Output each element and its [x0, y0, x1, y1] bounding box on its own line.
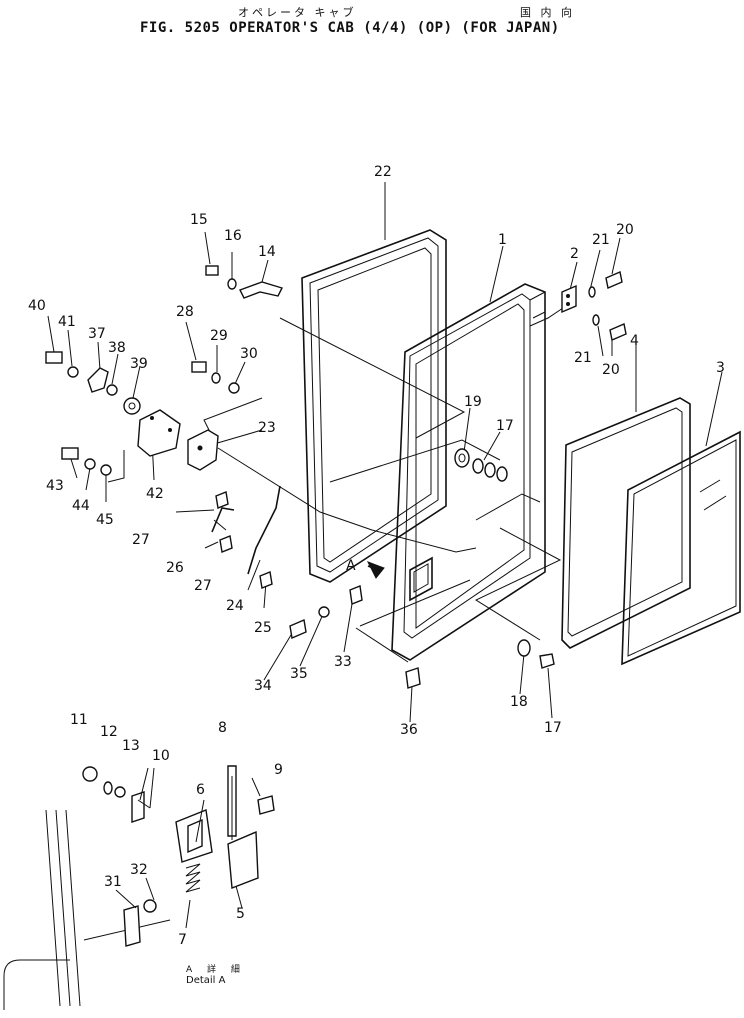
callout-40: 40 — [28, 298, 46, 314]
part-14-handle — [239, 281, 283, 299]
detail-a-arrow: A — [346, 558, 385, 579]
part-29-washer — [211, 372, 221, 384]
callout-41: 41 — [58, 314, 76, 330]
title-japanese-left: オペレータ キャブ — [238, 6, 357, 19]
part-33-catch — [349, 585, 363, 605]
part-27-clip — [215, 491, 233, 553]
callout-4: 4 — [630, 333, 639, 349]
part-40-bolt — [45, 351, 63, 364]
callout-3: 3 — [716, 360, 725, 376]
part-17-pin — [539, 653, 555, 669]
callout-2: 2 — [570, 246, 579, 262]
part-30-washer — [228, 382, 240, 394]
callout-31: 31 — [104, 874, 122, 890]
part-35-washer — [318, 606, 330, 618]
callout-39: 39 — [130, 356, 148, 372]
part-36-bolt — [405, 667, 421, 689]
detail-caption-japanese: A 詳 細 — [186, 965, 246, 975]
callout-45: 45 — [96, 512, 114, 528]
part-43-bolt — [61, 447, 79, 460]
callout-12: 12 — [100, 724, 118, 740]
callout-42: 42 — [146, 486, 164, 502]
part-4-window-seal — [561, 397, 691, 649]
part-17-washers — [472, 458, 508, 482]
callout-22: 22 — [374, 164, 392, 180]
part-18-bushing — [517, 639, 531, 657]
detail-caption-english: Detail A — [186, 975, 226, 986]
part-1-door — [391, 283, 546, 661]
part-16-washer — [227, 278, 237, 290]
part-21-washer — [588, 286, 600, 326]
part-45-washer — [100, 464, 112, 476]
leader-lines — [47, 182, 723, 723]
callout-15: 15 — [190, 212, 208, 228]
part-15-bolt — [205, 265, 219, 276]
callout-23: 23 — [258, 420, 276, 436]
callout-7: 7 — [178, 932, 187, 948]
callout-29: 29 — [210, 328, 228, 344]
callout-18: 18 — [510, 694, 528, 710]
callout-26: 26 — [166, 560, 184, 576]
part-19-bushing — [454, 448, 470, 468]
part-37-cam — [87, 367, 109, 393]
callout-20: 20 — [616, 222, 634, 238]
title-japanese-right: 国 内 向 — [520, 6, 575, 19]
callout-20-2: 20 — [602, 362, 620, 378]
callout-37: 37 — [88, 326, 106, 342]
callout-16: 16 — [224, 228, 242, 244]
callout-35: 35 — [290, 666, 308, 682]
callout-9: 9 — [274, 762, 283, 778]
callout-21: 21 — [592, 232, 610, 248]
callout-8: 8 — [218, 720, 227, 736]
part-23-lock — [187, 429, 219, 471]
callout-14: 14 — [258, 244, 276, 260]
part-34-bolt — [289, 619, 307, 639]
part-3-glass — [621, 430, 741, 666]
callout-6: 6 — [196, 782, 205, 798]
callout-33: 33 — [334, 654, 352, 670]
part-25-clip — [259, 571, 273, 589]
part-24-rod — [247, 485, 281, 575]
callout-36: 36 — [400, 722, 418, 738]
callout-38: 38 — [108, 340, 126, 356]
part-22-frame-seal — [301, 229, 447, 583]
callout-30: 30 — [240, 346, 258, 362]
callout-13: 13 — [122, 738, 140, 754]
part-28-bolt — [191, 361, 207, 373]
callout-17-2: 17 — [544, 720, 562, 736]
callout-27-2: 27 — [194, 578, 212, 594]
callout-19: 19 — [464, 394, 482, 410]
callout-5: 5 — [236, 906, 245, 922]
part-44-washer — [84, 458, 96, 470]
callout-11: 11 — [70, 712, 88, 728]
callout-21-2: 21 — [574, 350, 592, 366]
callout-24: 24 — [226, 598, 244, 614]
callout-1: 1 — [498, 232, 507, 248]
detail-a-marker: A — [346, 558, 356, 574]
part-39-bushing — [123, 397, 141, 415]
part-26-rod — [211, 507, 235, 533]
detail-a-drawing — [3, 765, 275, 1010]
callout-labels: 1234567891011121314151617171819202021212… — [28, 164, 725, 948]
part-42-lock-plate — [137, 409, 181, 457]
callout-25: 25 — [254, 620, 272, 636]
part-41-washer — [67, 366, 79, 378]
part-38-washer — [106, 384, 118, 396]
callout-10: 10 — [152, 748, 170, 764]
callout-27: 27 — [132, 532, 150, 548]
part-20-bolt — [605, 271, 627, 341]
callout-43: 43 — [46, 478, 64, 494]
page-title: FIG. 5205 OPERATOR'S CAB (4/4) (OP) (FOR… — [140, 20, 560, 36]
callout-34: 34 — [254, 678, 272, 694]
callout-17: 17 — [496, 418, 514, 434]
callout-44: 44 — [72, 498, 90, 514]
callout-28: 28 — [176, 304, 194, 320]
part-2-hinge — [561, 284, 577, 314]
callout-32: 32 — [130, 862, 148, 878]
